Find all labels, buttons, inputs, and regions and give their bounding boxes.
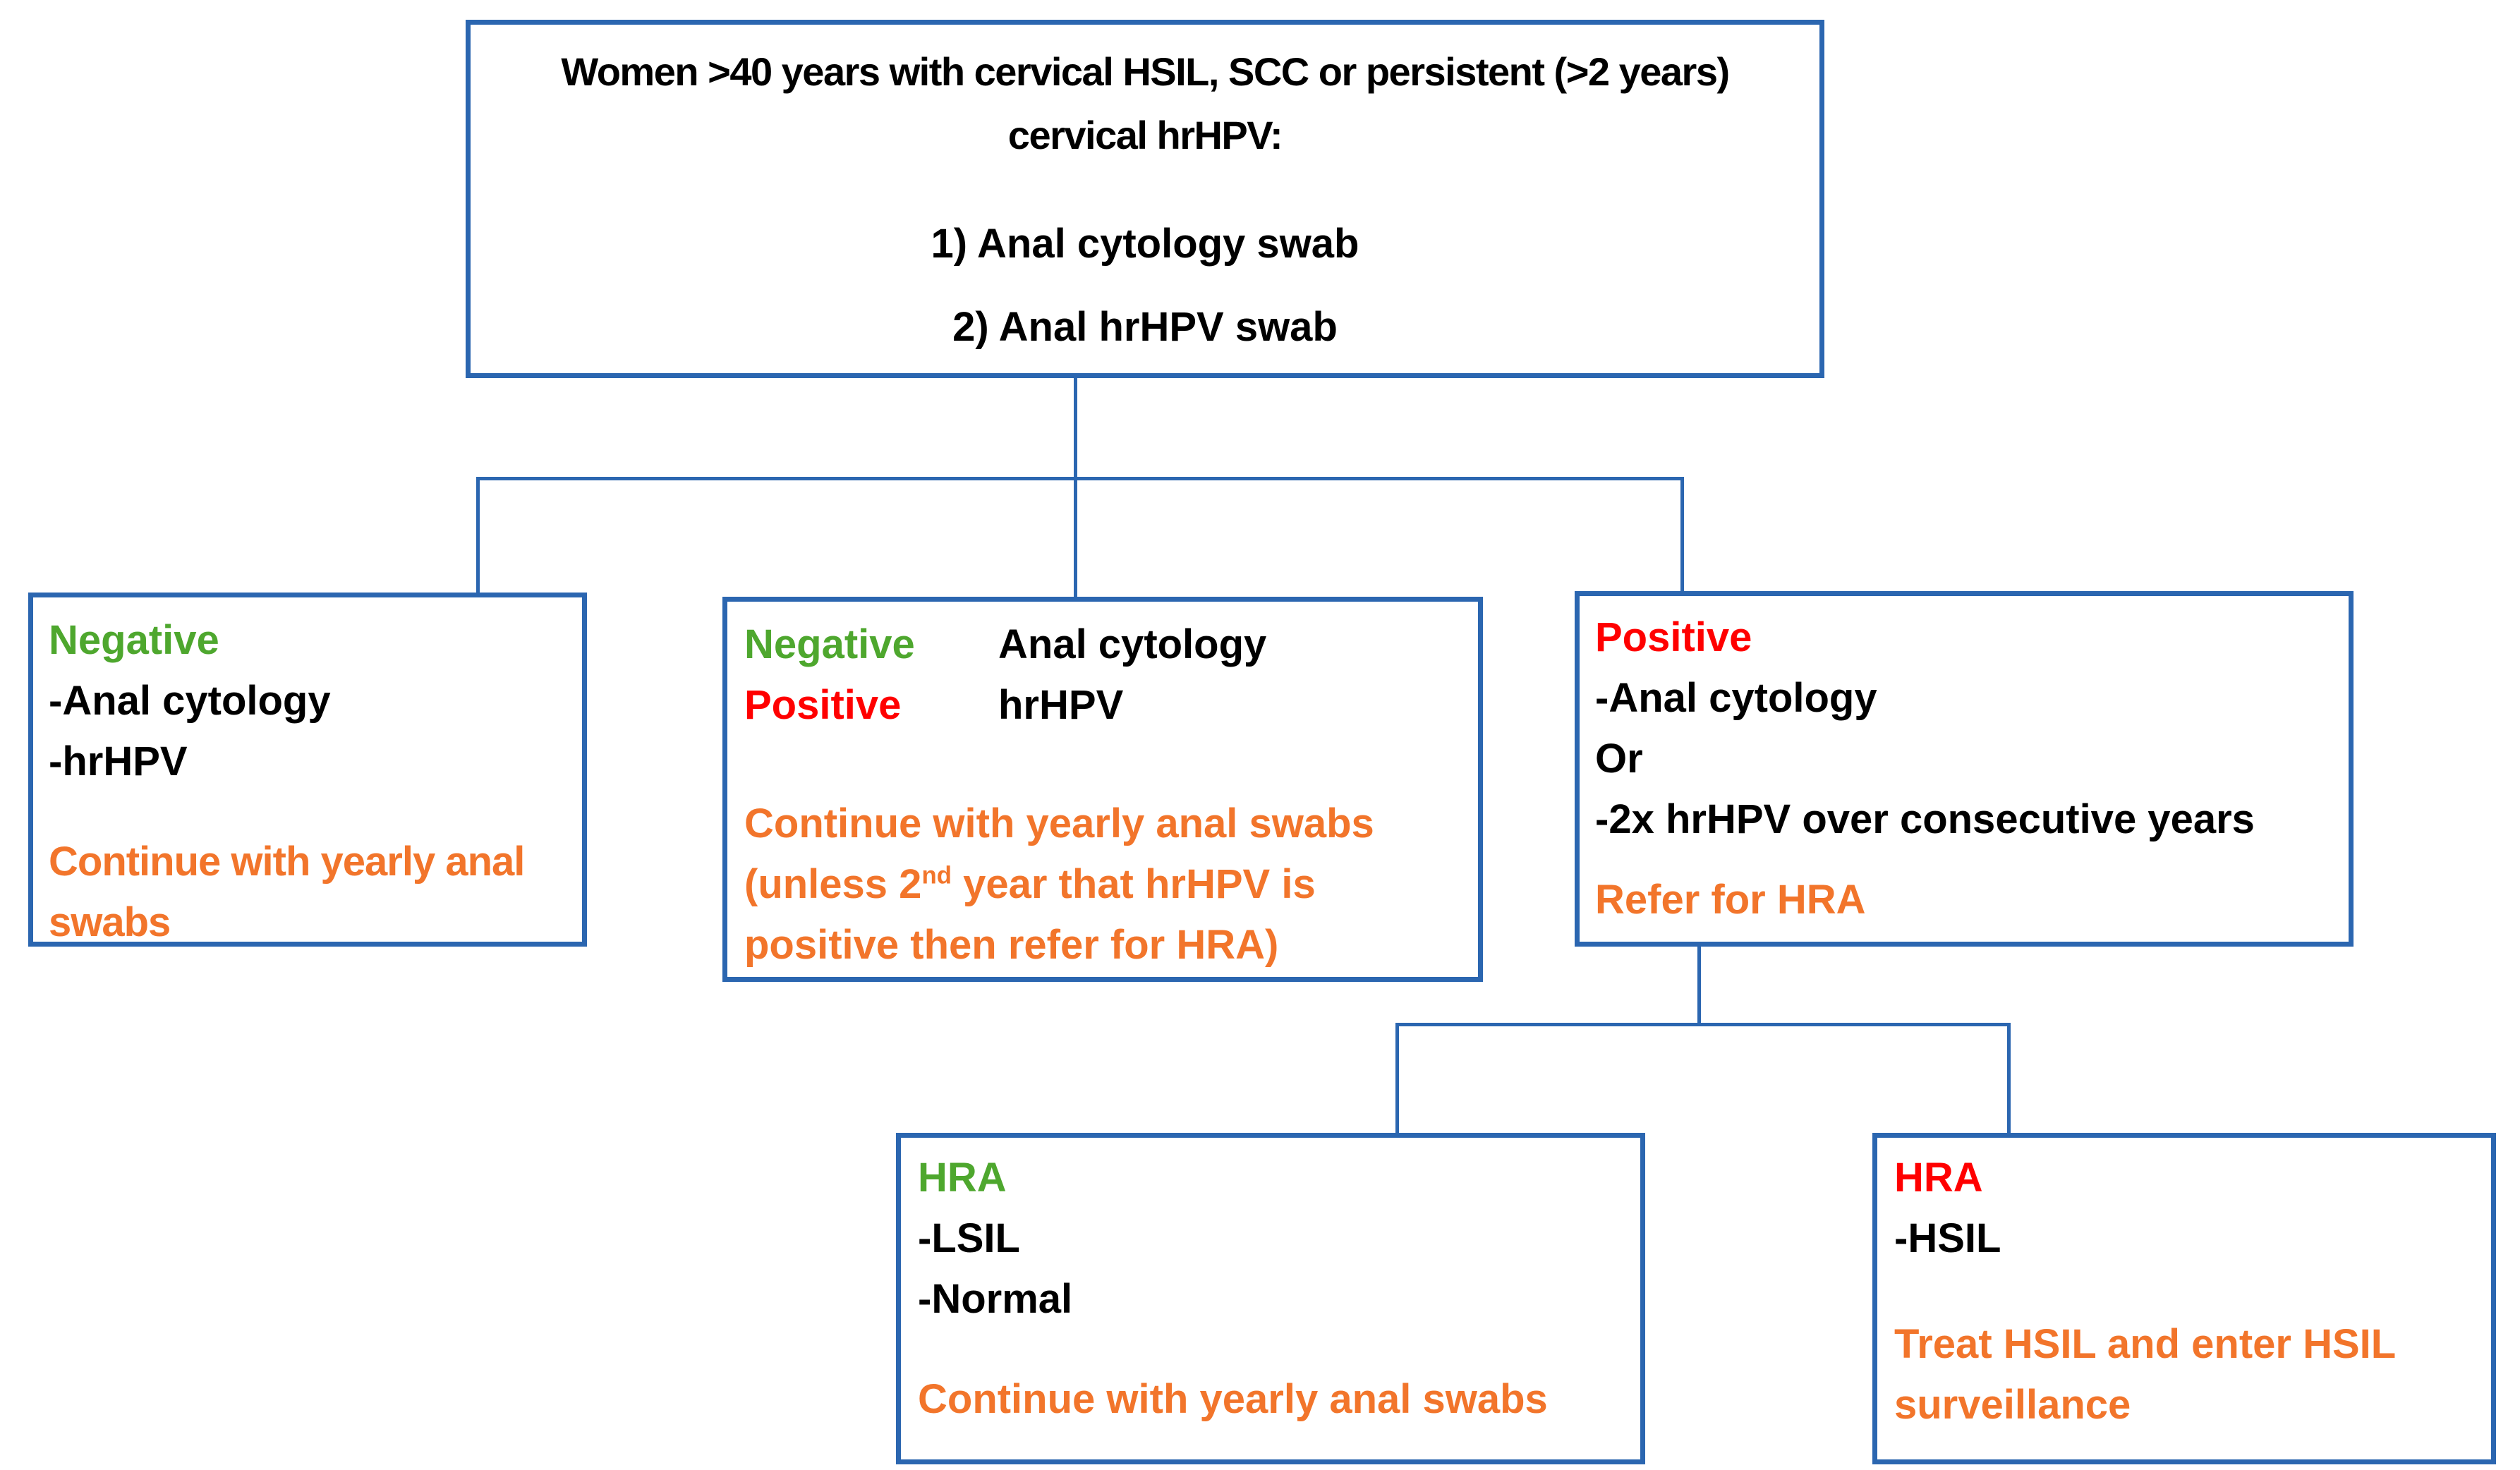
discordant-row1-status: Negative [744, 621, 915, 667]
positive-result-or: Or [1595, 736, 1643, 782]
discordant-action-line3: positive then refer for HRA) [744, 922, 1279, 968]
entry-item-anal-cytology-swab: 1) Anal cytology swab [931, 221, 1359, 267]
hra-positive-title: HRA [1894, 1155, 1983, 1201]
negative-both-box: Negative -Anal cytology -hrHPV Continue … [28, 593, 587, 947]
discordant-row1: Negative Anal cytology [744, 614, 1464, 675]
hra-positive-result-hsil: -HSIL [1894, 1215, 2001, 1261]
entry-item-anal-hrhpv-swab: 2) Anal hrHPV swab [952, 304, 1338, 350]
connector-entry-down [1074, 375, 1077, 480]
positive-status-label: Positive [1595, 614, 1752, 660]
discordant-box: Negative Anal cytology Positive hrHPV Cont… [722, 597, 1483, 982]
hra-negative-box: HRA -LSIL -Normal Continue with yearly a… [896, 1133, 1645, 1464]
discordant-row2-test: hrHPV [998, 682, 1124, 728]
connector-row1-horizontal [476, 477, 1684, 480]
connector-positive-down [1697, 942, 1701, 1026]
discordant-action-line2-post: year that hrHPV is [951, 861, 1316, 907]
entry-title-line1: Women >40 years with cervical HSIL, SCC … [561, 49, 1730, 94]
hra-negative-result-normal: -Normal [918, 1276, 1073, 1322]
entry-title-line2: cervical hrHPV: [1007, 113, 1283, 157]
connector-drop-negative-both [476, 477, 480, 595]
positive-result-anal-cytology: -Anal cytology [1595, 675, 1877, 721]
discordant-row2-status: Positive [744, 682, 902, 728]
discordant-action-line2-pre: (unless 2 [744, 861, 922, 907]
connector-drop-hra-negative [1395, 1023, 1399, 1136]
discordant-action-line2-sup: nd [921, 861, 952, 889]
positive-box: Positive -Anal cytology Or -2x hrHPV ove… [1575, 591, 2354, 947]
hra-negative-action: Continue with yearly anal swabs [918, 1376, 1548, 1422]
discordant-action-line2: (unless 2nd year that hrHPV is [744, 854, 1464, 915]
hra-positive-box: HRA -HSIL Treat HSIL and enter HSIL surv… [1872, 1133, 2496, 1464]
negative-result-anal-cytology: -Anal cytology [49, 678, 331, 724]
hra-negative-result-lsil: -LSIL [918, 1215, 1020, 1261]
positive-result-2x-hrhpv: -2x hrHPV over consecutive years [1595, 796, 2255, 842]
positive-action-refer-hra: Refer for HRA [1595, 877, 1866, 923]
discordant-row2: Positive hrHPV [744, 675, 1464, 736]
discordant-action-line1: Continue with yearly anal swabs [744, 801, 1374, 846]
entry-criteria-box: Women >40 years with cervical HSIL, SCC … [466, 20, 1824, 378]
negative-result-hrhpv: -hrHPV [49, 739, 188, 784]
connector-row2-horizontal [1395, 1023, 2011, 1026]
negative-action: Continue with yearly anal swabs [49, 839, 525, 945]
negative-status-label: Negative [49, 617, 219, 663]
discordant-action: Continue with yearly anal swabs (unless … [744, 794, 1464, 976]
connector-drop-discordant [1074, 477, 1077, 600]
connector-drop-hra-positive [2007, 1023, 2011, 1136]
connector-drop-positive [1680, 477, 1684, 594]
hra-positive-action: Treat HSIL and enter HSIL surveillance [1894, 1321, 2396, 1428]
hra-negative-title: HRA [918, 1155, 1007, 1201]
discordant-row1-test: Anal cytology [998, 621, 1267, 667]
